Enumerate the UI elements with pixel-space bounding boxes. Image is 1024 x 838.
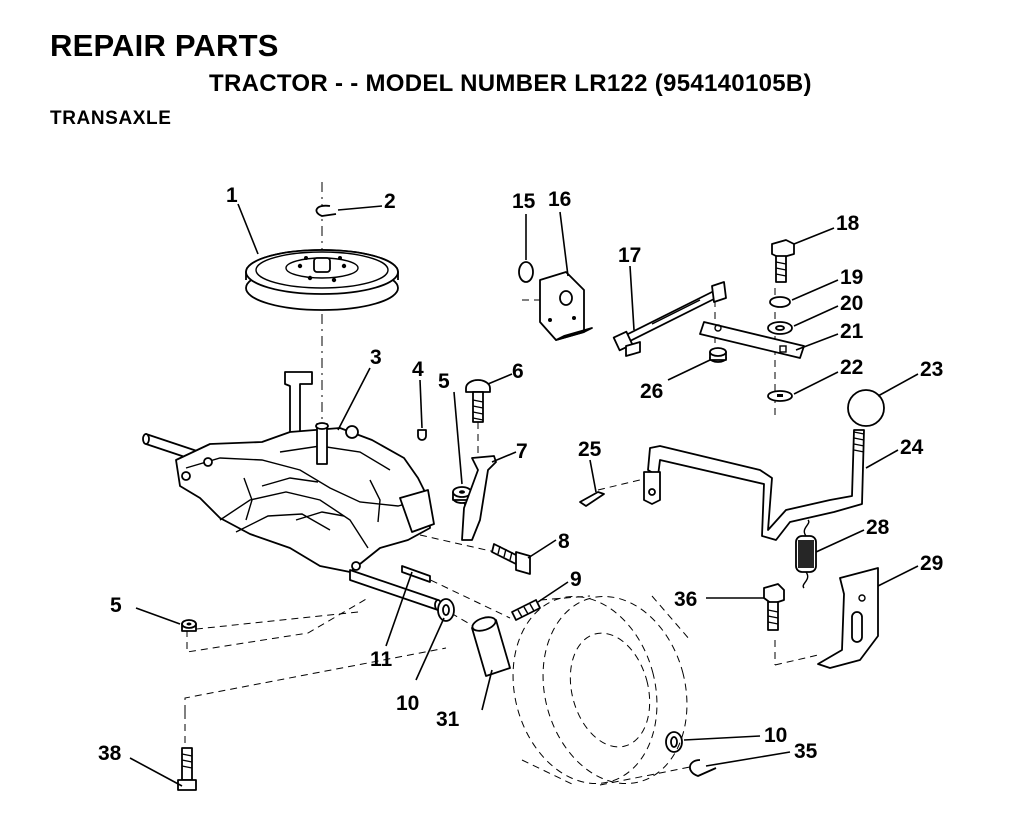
callout-leader-lines (129, 203, 919, 787)
transaxle-assembly (142, 371, 442, 611)
callout-35: 35 (794, 740, 818, 763)
callout-24: 24 (900, 436, 924, 459)
shift-lever (643, 429, 865, 541)
callout-20: 20 (840, 292, 863, 315)
callout-2: 2 (384, 190, 396, 213)
pulley (245, 249, 399, 311)
callout-22: 22 (840, 356, 863, 379)
hex-nut-upper (452, 486, 472, 504)
callout-21: 21 (840, 320, 864, 343)
callout-23: 23 (920, 358, 943, 381)
retaining-ring (315, 204, 337, 217)
hex-bolt-18 (771, 239, 795, 283)
hex-nut-lower (181, 619, 197, 632)
section-heading: TRANSAXLE (50, 108, 172, 129)
hairpin-clip (689, 759, 717, 777)
spacer-26 (709, 347, 727, 363)
callout-16: 16 (548, 188, 571, 211)
callout-7: 7 (516, 440, 528, 463)
callout-18: 18 (836, 212, 860, 235)
extension-spring (795, 519, 817, 589)
woodruff-key (417, 429, 427, 441)
callout-1: 1 (226, 184, 238, 207)
callout-8: 8 (558, 530, 570, 553)
rear-wheel-outline (512, 595, 691, 785)
shift-knob (847, 389, 885, 427)
square-washer (767, 390, 793, 402)
callout-25: 25 (578, 438, 602, 461)
flat-washer-20 (767, 321, 793, 335)
mounting-bracket (461, 455, 497, 541)
callout-19: 19 (840, 266, 863, 289)
axle-spacer (471, 616, 511, 677)
long-bolt (177, 747, 197, 791)
pivot-bracket (539, 271, 593, 341)
carriage-bolt (465, 379, 491, 423)
callout-10: 10 (396, 692, 419, 715)
model-subtitle: TRACTOR - - MODEL NUMBER LR122 (95414010… (209, 70, 812, 97)
slotted-bracket (817, 567, 879, 669)
callout-5: 5 (110, 594, 122, 617)
spring-pin (511, 599, 541, 621)
callout-5: 5 (438, 370, 450, 393)
flat-washer-front (437, 598, 455, 622)
washer-15 (518, 261, 534, 283)
callout-26: 26 (640, 380, 663, 403)
shift-rod (612, 281, 727, 357)
page-title: REPAIR PARTS (50, 28, 279, 63)
callout-11: 11 (370, 648, 393, 671)
callout-36: 36 (674, 588, 697, 611)
callout-6: 6 (512, 360, 524, 383)
shoulder-screw (763, 583, 785, 631)
callout-labels: 1 2 3 4 5 5 6 7 8 9 10 10 11 15 16 17 18… (98, 184, 943, 765)
hex-bolt (491, 543, 531, 575)
square-key (401, 565, 431, 583)
callout-9: 9 (570, 568, 582, 591)
callout-38: 38 (98, 742, 122, 765)
callout-31: 31 (436, 708, 460, 731)
shift-lever-plate (699, 321, 805, 359)
callout-17: 17 (618, 244, 641, 267)
callout-15: 15 (512, 190, 536, 213)
callout-29: 29 (920, 552, 943, 575)
callout-28: 28 (866, 516, 890, 539)
cotter-pin (579, 491, 605, 507)
flat-washer-rear (665, 731, 683, 753)
callout-4: 4 (412, 358, 424, 381)
lock-washer (769, 296, 791, 308)
callout-3: 3 (370, 346, 382, 369)
callout-10: 10 (764, 724, 787, 747)
